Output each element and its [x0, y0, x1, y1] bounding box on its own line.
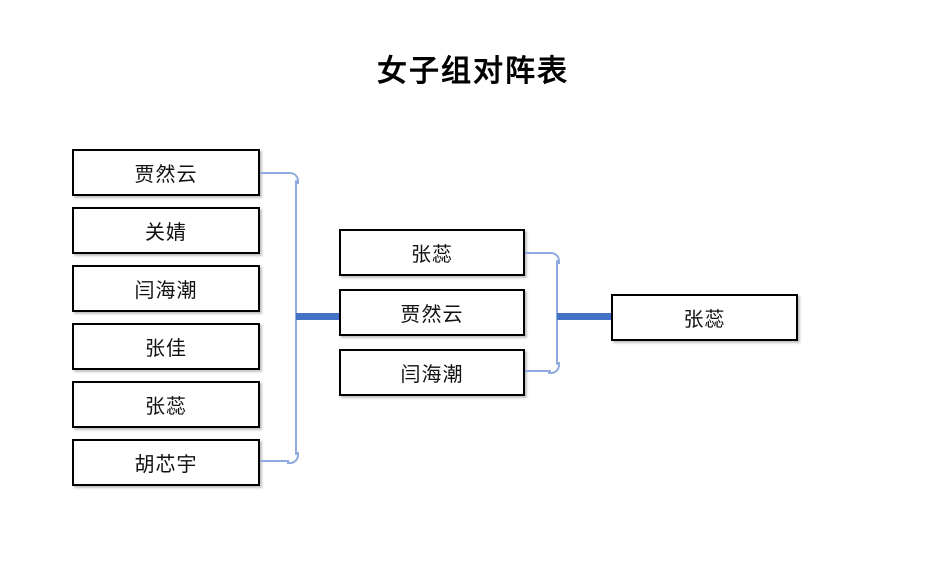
- final-winner-box[interactable]: 张蕊: [611, 294, 798, 341]
- connector-round1-stub: [296, 313, 341, 320]
- round1-player-5-label: 张蕊: [145, 394, 187, 418]
- round2-player-1-label: 张蕊: [411, 242, 453, 266]
- connector-round2-spine: [556, 260, 558, 365]
- round1-player-2-label: 关婧: [145, 220, 187, 244]
- round1-player-3-label: 闫海潮: [134, 278, 198, 302]
- connector-round2-bottom-elbow: [548, 362, 560, 374]
- round1-player-4-label: 张佳: [145, 336, 187, 360]
- round1-player-1-label: 贾然云: [134, 162, 198, 186]
- round1-player-4-box[interactable]: 张佳: [72, 323, 260, 370]
- connector-round1-top-elbow: [287, 172, 299, 184]
- page-title: 女子组对阵表: [377, 54, 569, 89]
- connector-round1-top-lead: [260, 172, 289, 174]
- connector-round2-top-elbow: [548, 252, 560, 264]
- round1-player-6-label: 胡芯宇: [134, 452, 198, 476]
- round2-player-2-box[interactable]: 贾然云: [339, 289, 525, 336]
- round1-player-2-box[interactable]: 关婧: [72, 207, 260, 254]
- round1-player-5-box[interactable]: 张蕊: [72, 381, 260, 428]
- connector-round2-bottom-lead: [525, 370, 551, 372]
- round2-player-3-label: 闫海潮: [400, 362, 464, 386]
- round1-player-6-box[interactable]: 胡芯宇: [72, 439, 260, 486]
- round2-player-1-box[interactable]: 张蕊: [339, 229, 525, 276]
- round1-player-3-box[interactable]: 闫海潮: [72, 265, 260, 312]
- final-winner-label: 张蕊: [683, 307, 726, 331]
- connector-round1-bottom-lead: [260, 460, 289, 462]
- connector-round2-stub: [557, 313, 612, 320]
- connector-round1-bottom-elbow: [287, 452, 299, 464]
- round2-player-2-label: 贾然云: [400, 302, 464, 326]
- connector-round2-top-lead: [525, 252, 551, 254]
- round1-player-1-box[interactable]: 贾然云: [72, 149, 260, 196]
- round2-player-3-box[interactable]: 闫海潮: [339, 349, 525, 396]
